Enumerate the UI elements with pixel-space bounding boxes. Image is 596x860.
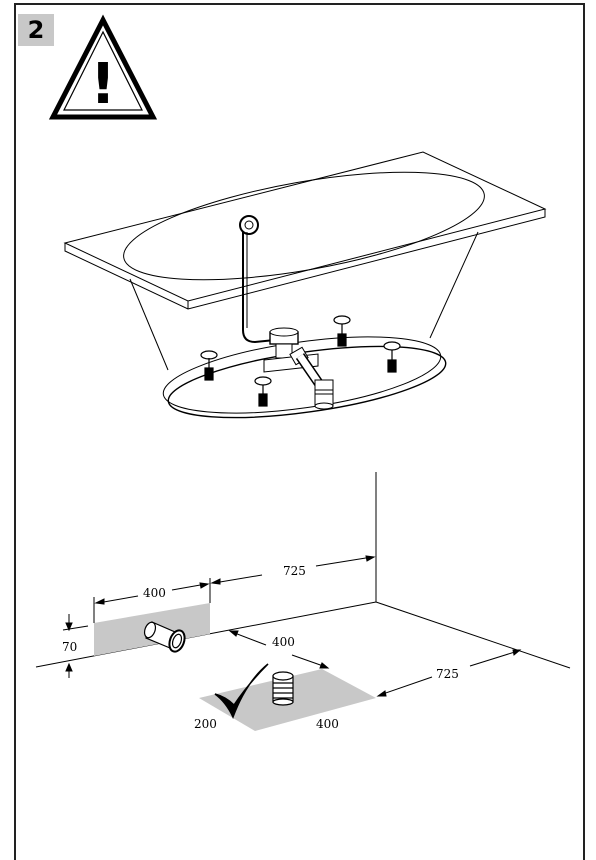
dim-height: 70 <box>62 640 77 654</box>
warning-exclamation: ! <box>90 52 116 117</box>
wall-outlet-fitting <box>143 621 186 653</box>
floor-outlet-fitting <box>272 671 294 706</box>
checkmark-icon <box>214 663 269 719</box>
page-frame <box>14 3 585 860</box>
step-number: 2 <box>27 16 45 44</box>
warning-triangle-icon: ! <box>48 14 158 120</box>
dim-wall-distance: 725 <box>283 564 306 578</box>
dim-upper-width: 400 <box>143 586 166 600</box>
dim-floor-length: 400 <box>316 717 339 731</box>
bathtub-illustration <box>63 151 547 419</box>
step-number-badge: 2 <box>18 14 54 46</box>
dim-outlet-distance: 400 <box>272 635 295 649</box>
dim-floor-side-distance: 725 <box>436 667 459 681</box>
tub-feet <box>200 315 401 407</box>
installation-plan <box>35 472 571 731</box>
dim-floor-width: 200 <box>194 717 217 731</box>
